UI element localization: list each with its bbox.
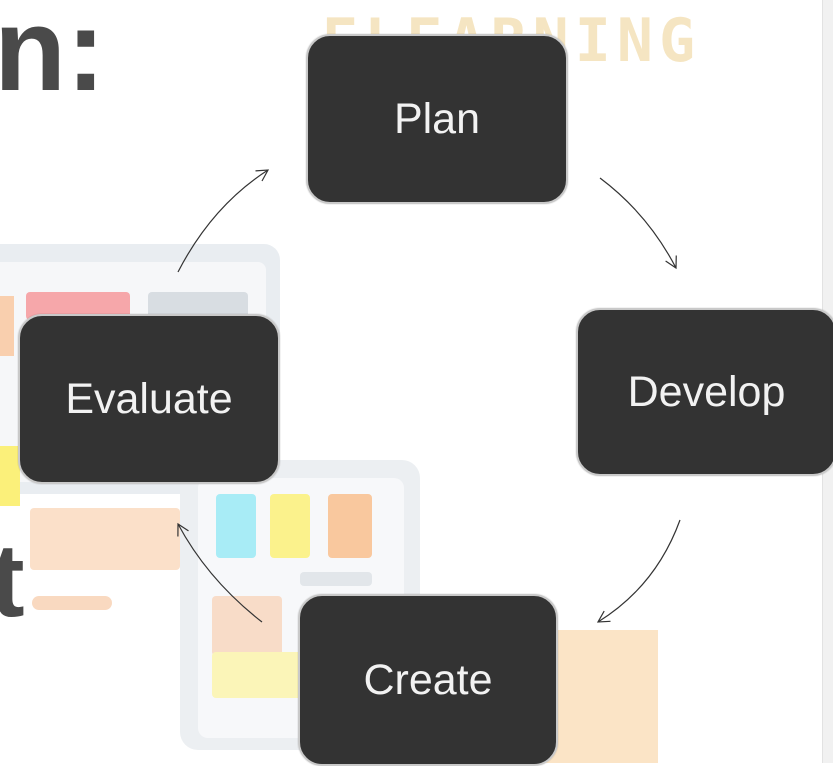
cycle-node-create-label: Create: [363, 655, 493, 704]
background-block-orange-left: [0, 296, 14, 356]
cycle-node-evaluate: Evaluate: [18, 314, 280, 484]
arrow-develop-to-create: [596, 519, 681, 623]
background-block-peach-low: [212, 596, 282, 656]
background-block-cyan: [216, 494, 256, 558]
cycle-node-develop-label: Develop: [627, 367, 786, 416]
background-block-peach: [30, 508, 180, 570]
background-envelope: [540, 630, 658, 763]
background-dot-row: [32, 596, 112, 610]
cycle-node-plan: Plan: [306, 34, 568, 204]
background-block-yellow-low: [212, 652, 302, 698]
background-block-yellow: [270, 494, 310, 558]
cycle-node-create: Create: [298, 594, 558, 766]
background-block-yellow-left: [0, 446, 20, 506]
arrow-plan-to-develop: [599, 177, 677, 270]
background-block-bar: [300, 572, 372, 586]
background-title-fragment-t: t: [0, 523, 25, 639]
cycle-node-evaluate-label: Evaluate: [65, 374, 233, 423]
cycle-node-develop: Develop: [576, 308, 833, 476]
arrow-evaluate-to-plan: [177, 169, 270, 273]
background-block-orange: [328, 494, 372, 558]
arrow-create-to-evaluate: [177, 522, 263, 623]
background-title-fragment: n:: [0, 0, 106, 116]
cycle-node-plan-label: Plan: [393, 94, 481, 143]
